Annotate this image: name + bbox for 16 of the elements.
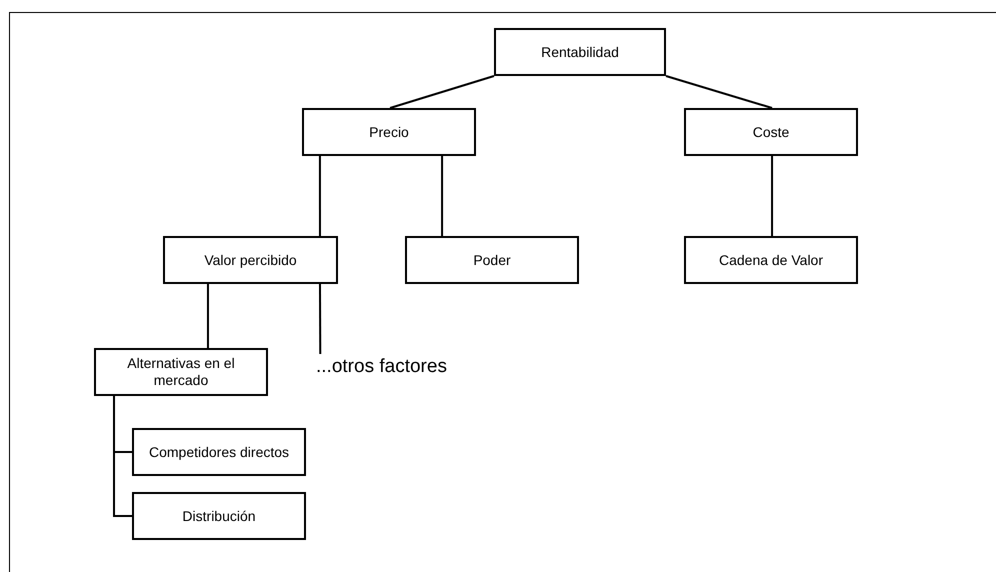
node-box: Coste [684,108,858,156]
connector-line [318,284,322,354]
connector-line [390,75,494,109]
node-box: Distribución [132,492,306,540]
connector-line [441,156,444,236]
node-box: Precio [302,108,476,156]
connector-line [771,156,774,236]
connector-line [318,156,321,236]
node-box: Poder [405,236,579,284]
node-box: Cadena de Valor [684,236,858,284]
node-box: Alternativas en el mercado [94,348,268,396]
connector-line [206,284,209,348]
node-box: Rentabilidad [494,28,666,76]
node-box: Valor percibido [163,236,338,284]
connector-line [666,75,772,109]
node-box: Competidores directos [132,428,306,476]
